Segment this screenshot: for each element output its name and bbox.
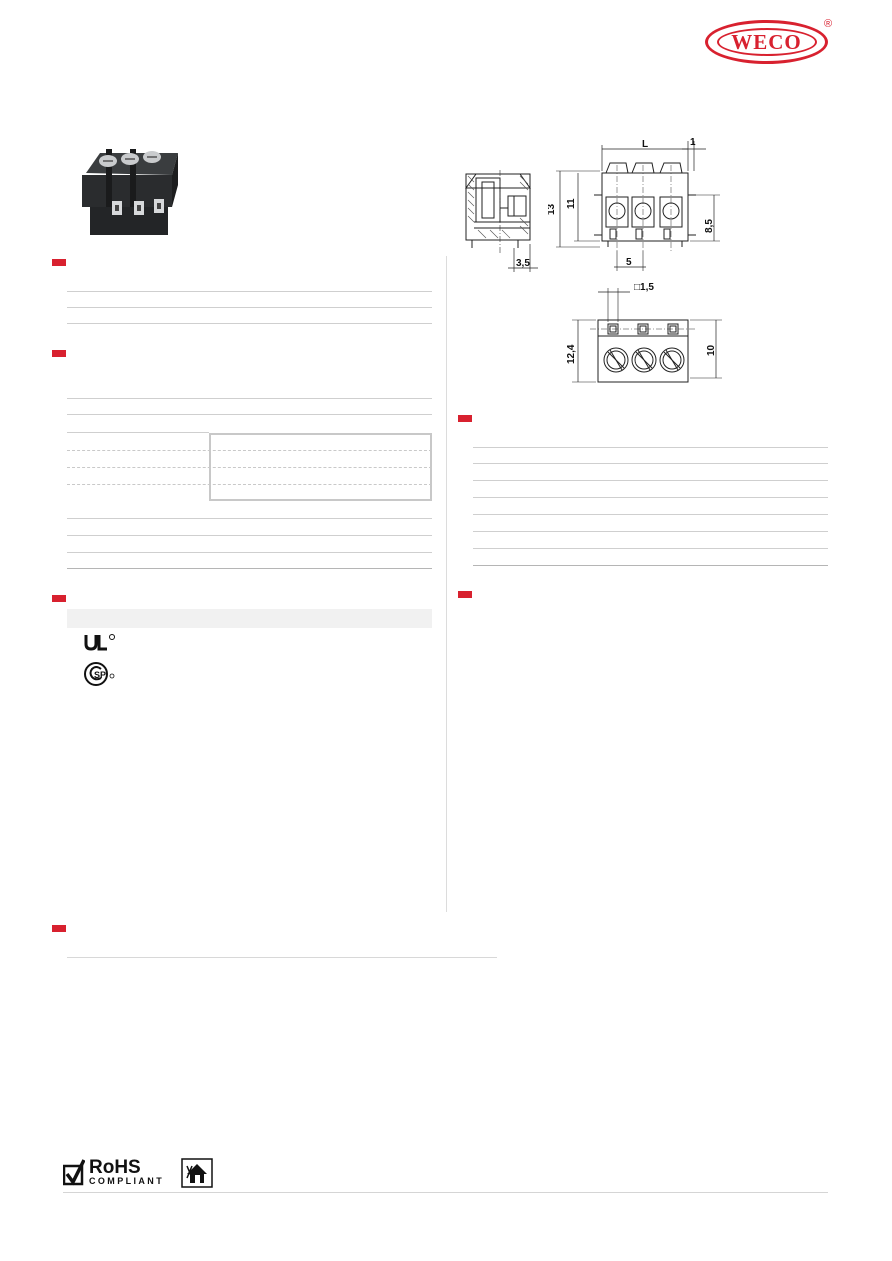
table-rule xyxy=(473,514,828,515)
table-rule xyxy=(473,480,828,481)
dim-1: 1 xyxy=(690,137,696,148)
table-rule xyxy=(473,447,828,448)
table-rule xyxy=(67,323,432,324)
dim-12-4: 12,4 xyxy=(566,344,577,364)
dim-3-5: 3,5 xyxy=(516,258,530,269)
dim-5: 5 xyxy=(626,257,632,268)
footer-rule xyxy=(63,1192,828,1193)
front-view-drawing: L 1 13 11 8,5 5 xyxy=(548,137,720,271)
section-marker xyxy=(458,415,472,422)
rohs-subtitle: COMPLIANT xyxy=(89,1176,165,1186)
certification-header-band xyxy=(67,609,432,628)
table-rule xyxy=(67,398,432,399)
section-marker xyxy=(458,591,472,598)
table-dashed-rule xyxy=(67,467,432,468)
ul-recognized-icon xyxy=(84,634,115,651)
table-rule xyxy=(67,291,432,292)
logo-text: WECO xyxy=(716,28,817,56)
section-marker xyxy=(52,350,66,357)
section-marker xyxy=(52,259,66,266)
product-photo xyxy=(82,149,178,235)
table-dashed-rule xyxy=(67,450,432,451)
dim-13: 13 xyxy=(548,203,557,215)
column-divider xyxy=(446,256,447,912)
table-rule xyxy=(67,414,432,415)
table-rule xyxy=(473,497,828,498)
side-view-drawing: 3,5 xyxy=(465,170,538,272)
registered-mark: ® xyxy=(824,18,833,30)
table-rule xyxy=(473,463,828,464)
weee-house-icon xyxy=(181,1158,213,1188)
rohs-badge: RoHS COMPLIANT xyxy=(63,1158,164,1186)
dim-8-5: 8,5 xyxy=(704,219,715,233)
dim-10: 10 xyxy=(706,344,717,356)
csa-icon: SP xyxy=(84,662,115,686)
section-marker xyxy=(52,925,66,932)
svg-text:SP: SP xyxy=(94,670,106,680)
table-rule xyxy=(67,568,432,569)
table-rule xyxy=(67,432,209,433)
table-rule xyxy=(473,548,828,549)
rohs-check-icon xyxy=(63,1159,85,1186)
rohs-title: RoHS xyxy=(89,1157,141,1178)
table-rule xyxy=(67,957,497,958)
top-view-drawing: □1,5 12,4 10 xyxy=(566,282,722,383)
table-rule xyxy=(67,307,432,308)
dim-11: 11 xyxy=(566,198,577,209)
weco-logo: WECO xyxy=(705,20,828,64)
table-rule xyxy=(473,565,828,566)
dim-1-5: □1,5 xyxy=(634,282,654,293)
table-dashed-rule xyxy=(67,484,432,485)
dim-l: L xyxy=(642,139,648,150)
table-rule xyxy=(473,531,828,532)
table-rule xyxy=(67,518,432,519)
table-rule xyxy=(67,552,432,553)
table-rule xyxy=(67,535,432,536)
section-marker xyxy=(52,595,66,602)
